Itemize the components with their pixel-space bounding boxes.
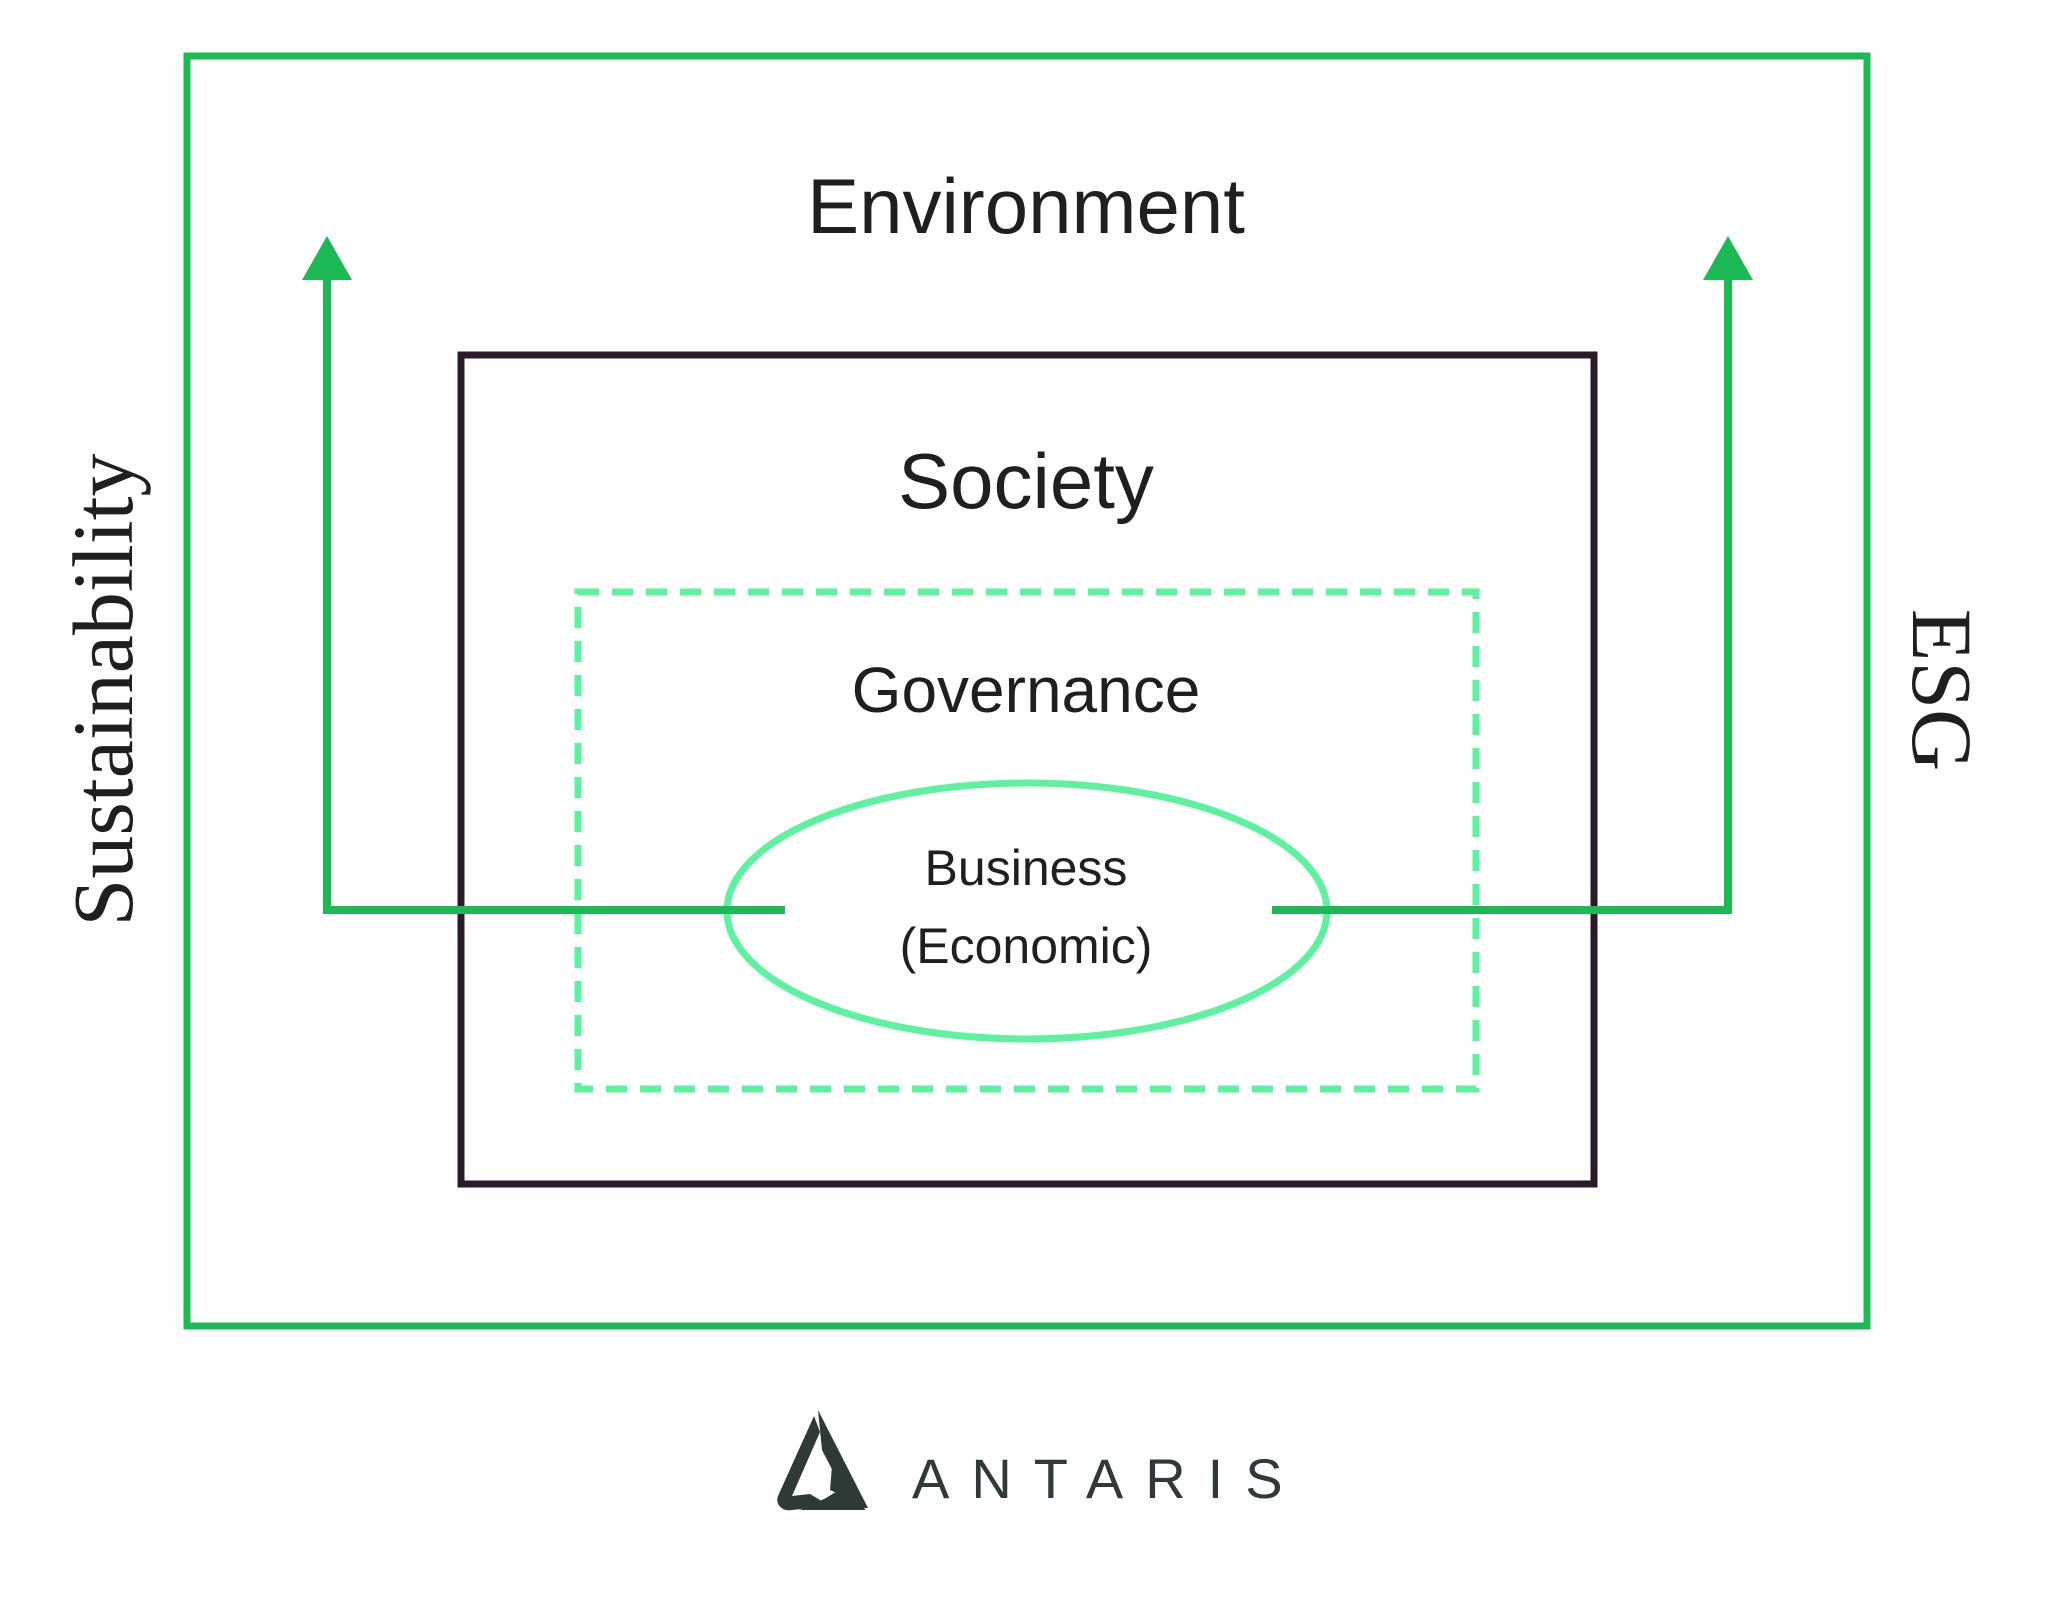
sustainability-arrow bbox=[302, 236, 785, 914]
society-label: Society bbox=[898, 437, 1154, 525]
environment-label: Environment bbox=[807, 162, 1245, 250]
esg-arrow bbox=[1272, 236, 1753, 914]
governance-label: Governance bbox=[852, 654, 1201, 726]
arrowhead-up-right bbox=[1703, 236, 1753, 280]
business-ellipse bbox=[723, 779, 1331, 1043]
business-label: Business bbox=[925, 840, 1128, 896]
economic-label: (Economic) bbox=[900, 918, 1153, 974]
brand-name: ANTARIS bbox=[912, 1447, 1305, 1510]
arrowhead-up-left bbox=[302, 236, 352, 280]
governance-frame bbox=[574, 588, 1480, 1093]
sustainability-label: Sustainability bbox=[55, 454, 151, 927]
society-frame bbox=[457, 351, 1598, 1188]
environment-frame bbox=[183, 52, 1871, 1330]
esg-label: ESG bbox=[1894, 609, 1990, 771]
antaris-triangle-logo-icon bbox=[777, 1410, 868, 1511]
